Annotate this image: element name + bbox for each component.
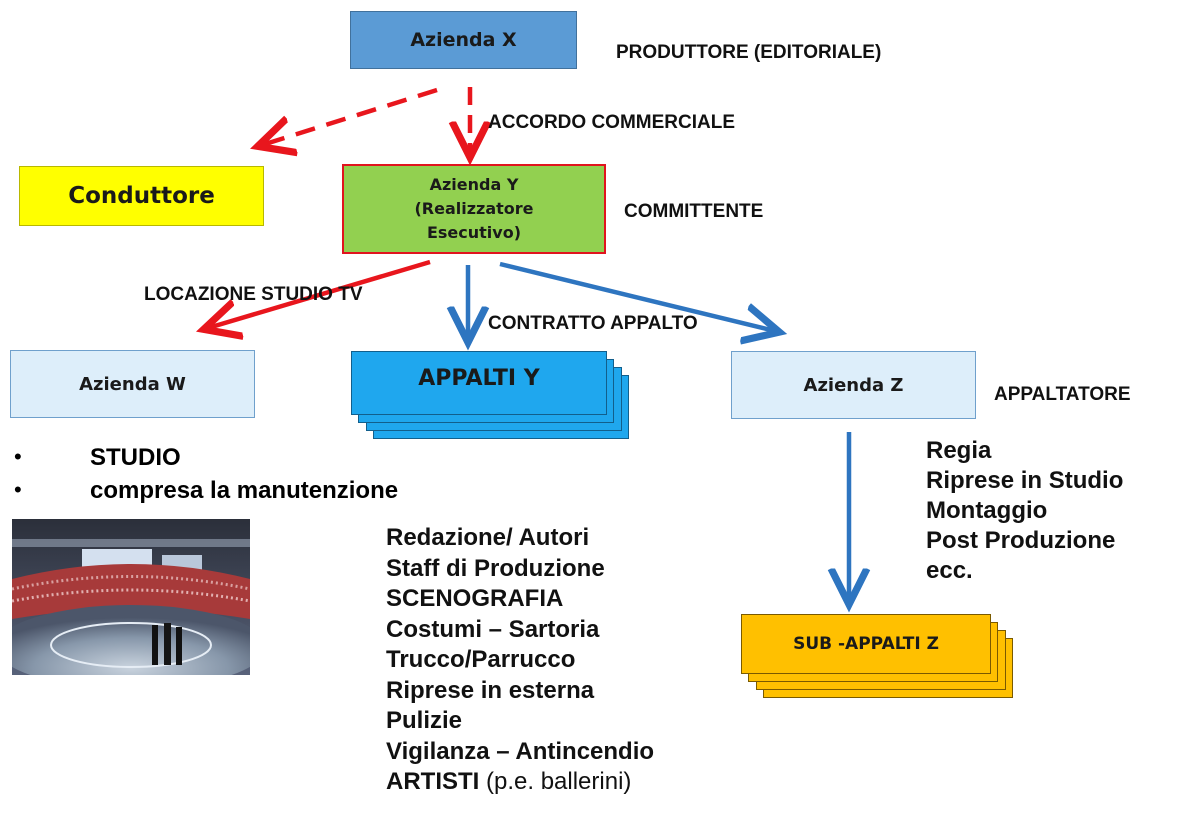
bullet-dot-icon: • — [14, 477, 22, 502]
z-list-item: ecc. — [926, 557, 973, 584]
label-accordo: ACCORDO COMMERCIALE — [488, 112, 735, 133]
node-conduttore-label: Conduttore — [68, 183, 215, 209]
node-conduttore: Conduttore — [19, 166, 264, 226]
appalti-last-normal: (p.e. ballerini) — [479, 768, 632, 795]
appalti-list-item: Pulizie — [386, 707, 463, 734]
z-list-item: Montaggio — [926, 497, 1048, 524]
label-committente: COMMITTENTE — [624, 201, 764, 222]
z-list: Regia Riprese in Studio Montaggio Post P… — [926, 436, 1123, 586]
node-azienda-y: Azienda Y (Realizzatore Esecutivo) — [342, 164, 606, 254]
appalti-list-item: Redazione/ Autori — [386, 524, 590, 551]
node-azienda-w-label: Azienda W — [79, 373, 186, 395]
appalti-list-item: Vigilanza – Antincendio — [386, 737, 655, 765]
node-azienda-z: Azienda Z — [731, 351, 976, 419]
node-azienda-y-line3: Esecutivo) — [426, 223, 522, 242]
arrow-x-to-conduttore — [262, 87, 438, 145]
arrow-y-to-z — [499, 261, 775, 331]
arrow-y-to-w — [208, 259, 431, 328]
label-contratto: CONTRATTO APPALTO — [488, 313, 698, 334]
sub-sheet-front: SUB -APPALTI Z — [741, 614, 991, 674]
appalti-list-item: Riprese in esterna — [386, 676, 595, 704]
label-produttore: PRODUTTORE (EDITORIALE) — [616, 42, 882, 63]
z-list-item: Riprese in Studio — [926, 467, 1124, 494]
appalti-list: Redazione/ Autori Staff di Produzione SC… — [386, 523, 654, 798]
appalti-last-bold: ARTISTI — [386, 768, 480, 795]
z-list-item: Regia — [926, 437, 992, 464]
node-appalti-y-label: APPALTI Y — [418, 366, 540, 391]
node-azienda-z-label: Azienda Z — [803, 374, 904, 396]
node-appalti-y: APPALTI Y — [351, 351, 631, 441]
z-list-item: Post Produzione — [926, 527, 1116, 554]
node-azienda-y-line2: (Realizzatore — [414, 199, 534, 218]
tv-studio-photo — [12, 519, 250, 675]
appalti-list-item-last: ARTISTI (p.e. ballerini) — [386, 767, 654, 798]
appalti-list-item: Costumi – Sartoria — [386, 615, 600, 643]
appalti-list-item: SCENOGRAFIA — [386, 585, 564, 612]
node-sub-appalti-z: SUB -APPALTI Z — [741, 614, 1021, 704]
bullet-dot-icon: • — [14, 444, 22, 469]
studio-bullet-text: compresa la manutenzione — [90, 477, 399, 504]
appalti-list-item: Staff di Produzione — [386, 554, 605, 582]
studio-bullet-text: STUDIO — [90, 444, 181, 471]
node-sub-appalti-z-label: SUB -APPALTI Z — [793, 634, 939, 654]
node-azienda-w: Azienda W — [10, 350, 255, 418]
node-azienda-y-line1: Azienda Y — [429, 175, 519, 194]
appalti-sheet-front: APPALTI Y — [351, 351, 607, 415]
appalti-list-item: Trucco/Parrucco — [386, 646, 576, 673]
label-appaltatore: APPALTATORE — [994, 384, 1131, 405]
node-azienda-x: Azienda X — [350, 11, 577, 69]
node-azienda-x-label: Azienda X — [410, 29, 517, 51]
label-locazione: LOCAZIONE STUDIO TV — [144, 284, 363, 305]
